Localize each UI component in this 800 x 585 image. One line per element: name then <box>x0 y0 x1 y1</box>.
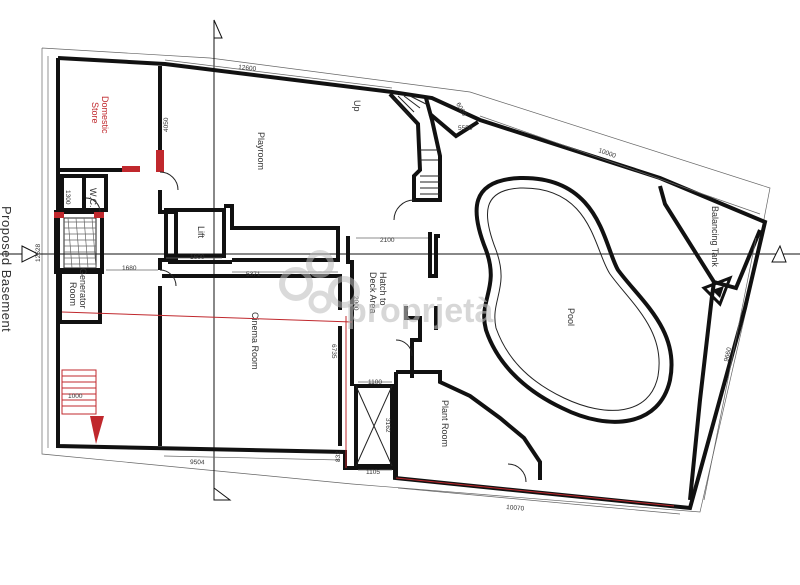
dim-stair-b: 5550 <box>458 125 473 132</box>
interior-walls <box>54 66 762 501</box>
room-domestic-store-1: Domestic <box>100 96 110 134</box>
room-generator-1: Generator <box>78 268 88 309</box>
watermark-logo-icon <box>279 250 360 314</box>
section-marker-top <box>213 19 223 39</box>
dimension-lines <box>47 56 761 515</box>
room-playroom: Playroom <box>256 132 266 170</box>
dim-right-side: 9660 <box>723 346 733 362</box>
dim-hatch-width: 2100 <box>380 237 395 244</box>
room-plant: Plant Room <box>440 400 450 447</box>
watermark-text: proprjetà <box>346 292 493 330</box>
section-marker-right <box>771 244 787 263</box>
dim-mid-span: 5371 <box>246 271 261 278</box>
section-marker-bottom <box>213 487 232 501</box>
room-labels: Domestic Store W.C. Playroom Lift Genera… <box>68 96 720 447</box>
balancing-tank-symbol <box>701 275 733 307</box>
dim-bottom-right: 10070 <box>506 504 525 513</box>
dim-shaft-top: 1100 <box>368 379 382 386</box>
stair-treads <box>393 95 440 195</box>
dim-cinema-depth: 6735 <box>330 344 337 359</box>
room-cinema: Cinema Room <box>250 312 260 370</box>
dim-top-width: 12600 <box>238 64 257 73</box>
outer-walls <box>56 56 768 511</box>
dim-stair-c: 1000 <box>68 393 83 400</box>
dim-bottom-left: 9504 <box>190 459 205 466</box>
section-marker-left <box>21 245 40 263</box>
dimension-labels: 12600 10000 9660 10070 9504 12528 1680 1… <box>35 64 733 513</box>
stair-up-label: Up <box>352 100 362 112</box>
dim-shaft-height: 3162 <box>384 418 391 433</box>
dim-corridor: 1680 <box>122 265 137 272</box>
watermark: proprjetà <box>279 250 493 330</box>
generator-grille <box>63 217 97 269</box>
door-swings <box>85 171 527 483</box>
pool <box>474 175 674 424</box>
site-boundary <box>41 47 771 513</box>
room-hatch-1: Hatch to <box>378 272 388 306</box>
dim-lift-width: 1600 <box>190 254 205 261</box>
room-hatch-2: Deck Area <box>368 272 378 314</box>
ground-stair <box>61 369 104 444</box>
dim-deck-height: 2000 <box>352 296 359 311</box>
room-lift: Lift <box>196 226 206 239</box>
room-wc: W.C. <box>88 188 98 208</box>
red-accents <box>54 150 675 507</box>
dim-shaft-gap: 832 <box>335 451 342 462</box>
room-domestic-store-2: Store <box>90 102 100 124</box>
room-generator-2: Room <box>68 282 78 306</box>
room-balancing-tank: Balancing Tank <box>710 206 720 267</box>
section-lines <box>0 19 800 501</box>
dim-left-height: 12528 <box>35 244 42 262</box>
dim-wc-width: 1300 <box>64 190 71 205</box>
dim-shaft-bottom: 1105 <box>366 469 380 476</box>
dim-store-height: 4050 <box>163 117 170 132</box>
drawing-title: Proposed Basement <box>0 206 14 332</box>
room-pool: Pool <box>566 308 576 326</box>
